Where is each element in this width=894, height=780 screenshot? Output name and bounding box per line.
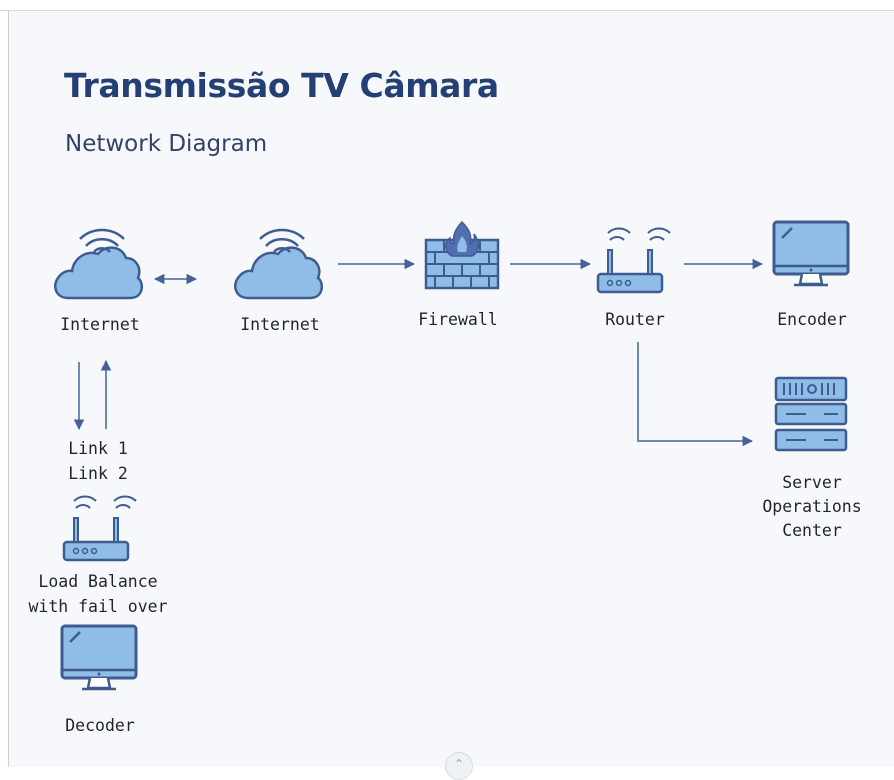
router-icon (596, 227, 671, 294)
monitor-icon (60, 624, 138, 691)
server-label-line3: Center (782, 521, 842, 540)
monitor-icon (772, 220, 850, 287)
firewall-icon (424, 220, 500, 290)
cloud-wifi-icon (234, 228, 324, 300)
server-icon (774, 376, 848, 452)
page-title: Transmissão TV Câmara (64, 66, 499, 105)
slide-frame (8, 10, 894, 767)
link-1-label: Link 1 (68, 439, 128, 458)
internet-right-label: Internet (240, 315, 320, 334)
page-subtitle: Network Diagram (65, 131, 268, 157)
arrow-to-server (637, 342, 754, 447)
decoder-label: Decoder (65, 716, 135, 735)
load-balance-label-line2: with fail over (28, 597, 168, 616)
firewall-label: Firewall (418, 310, 498, 329)
cloud-wifi-icon (54, 228, 144, 300)
scroll-up-icon[interactable]: ⌃ (445, 752, 473, 780)
router-icon (62, 495, 137, 562)
router-label: Router (605, 310, 665, 329)
server-label-line1: Server (782, 473, 842, 492)
server-label-line2: Operations (762, 497, 862, 516)
link-2-label: Link 2 (68, 464, 128, 483)
load-balance-label-line1: Load Balance (38, 572, 158, 591)
encoder-label: Encoder (777, 310, 847, 329)
internet-left-label: Internet (60, 315, 140, 334)
